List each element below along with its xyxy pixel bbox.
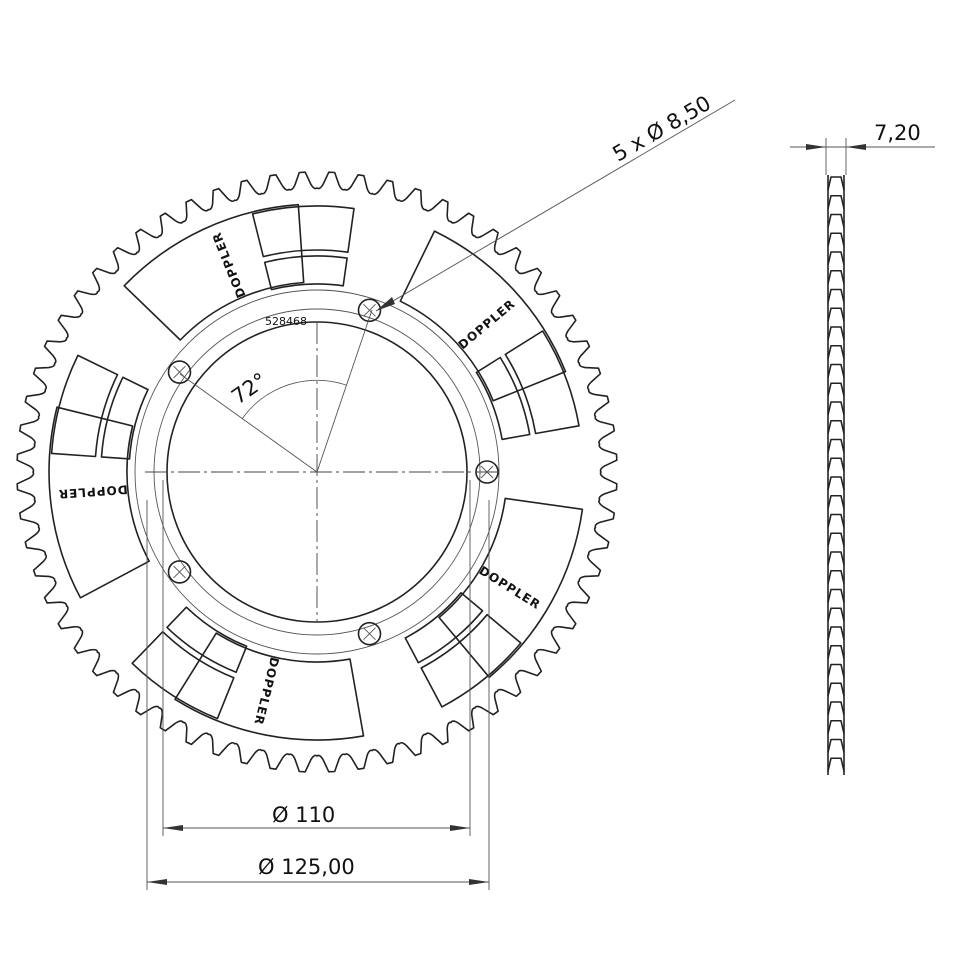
centerlines xyxy=(145,322,497,622)
side-tooth xyxy=(827,176,845,191)
side-tooth xyxy=(827,626,845,641)
logo-cutout xyxy=(50,354,119,458)
part-number: 528468 xyxy=(265,315,307,328)
side-tooth xyxy=(827,307,845,322)
side-tooth xyxy=(827,401,845,416)
thickness-label: 7,20 xyxy=(874,121,921,145)
inner-diameter-dimension: Ø 110 xyxy=(162,480,471,836)
bolt-hole-center-mark xyxy=(363,627,376,641)
bolt-hole xyxy=(167,360,192,384)
bolt-circle-dimension: Ø 125,00 xyxy=(146,500,490,890)
side-tooth xyxy=(827,719,845,734)
side-tooth xyxy=(827,663,845,678)
side-tooth xyxy=(827,476,845,491)
lightening-window xyxy=(174,632,365,741)
side-tooth xyxy=(827,532,845,547)
bolt-circle-label: Ø 125,00 xyxy=(258,855,355,879)
side-tooth xyxy=(827,251,845,266)
side-tooth xyxy=(827,738,845,753)
logo-cutout xyxy=(263,255,348,291)
lightening-window xyxy=(399,230,567,402)
logo-cutout xyxy=(504,330,580,435)
angle-label: 72° xyxy=(227,368,271,409)
side-tooth xyxy=(827,701,845,716)
logo-cutout xyxy=(404,592,484,664)
side-tooth xyxy=(827,494,845,509)
side-tooth xyxy=(827,438,845,453)
bolt-hole xyxy=(357,298,382,323)
bolt-hole xyxy=(167,560,192,584)
side-tooth xyxy=(827,419,845,434)
logo-cutout xyxy=(166,606,248,674)
sprocket-side-view: 7,20 xyxy=(790,121,935,775)
brand-logo-text: DOPPLER xyxy=(456,297,519,353)
outer-ring-line xyxy=(134,289,500,655)
side-tooth xyxy=(827,588,845,603)
side-tooth xyxy=(827,757,845,772)
side-tooth xyxy=(827,513,845,528)
logo-cutout xyxy=(100,376,149,460)
brand-logo-text: DOPPLER xyxy=(209,230,248,300)
bolt-hole-center-mark xyxy=(173,565,186,579)
bolt-hole-leader: 5 x Ø 8,50 xyxy=(375,91,736,312)
lightening-window xyxy=(123,203,305,341)
sprocket-teeth-outline xyxy=(16,171,618,773)
side-tooth xyxy=(827,363,845,378)
side-tooth xyxy=(827,457,845,472)
brand-logo-text: DOPPLER xyxy=(251,656,281,727)
angle-dimension: 72° xyxy=(179,309,373,473)
brand-logo-text: DOPPLER xyxy=(477,563,544,612)
side-tooth xyxy=(827,288,845,303)
side-tooth xyxy=(827,682,845,697)
side-tooth xyxy=(827,569,845,584)
bolt-hole xyxy=(357,621,382,646)
side-tooth xyxy=(827,607,845,622)
bolt-hole-center-mark xyxy=(363,303,376,317)
side-tooth xyxy=(827,551,845,566)
logo-cutout xyxy=(475,356,531,441)
bolt-holes-label: 5 x Ø 8,50 xyxy=(609,91,715,166)
side-tooth xyxy=(827,269,845,284)
side-tooth xyxy=(827,194,845,209)
side-tooth xyxy=(827,232,845,247)
side-tooth xyxy=(827,644,845,659)
lightening-window xyxy=(48,406,150,599)
side-tooth xyxy=(827,213,845,228)
logo-cutout xyxy=(251,205,355,258)
side-tooth xyxy=(827,326,845,341)
side-tooth xyxy=(827,382,845,397)
logo-cutout xyxy=(131,630,235,720)
brand-logo-text: DOPPLER xyxy=(57,482,128,501)
logo-cutout xyxy=(420,613,522,708)
inner-diameter-label: Ø 110 xyxy=(272,803,335,827)
side-tooth xyxy=(827,344,845,359)
